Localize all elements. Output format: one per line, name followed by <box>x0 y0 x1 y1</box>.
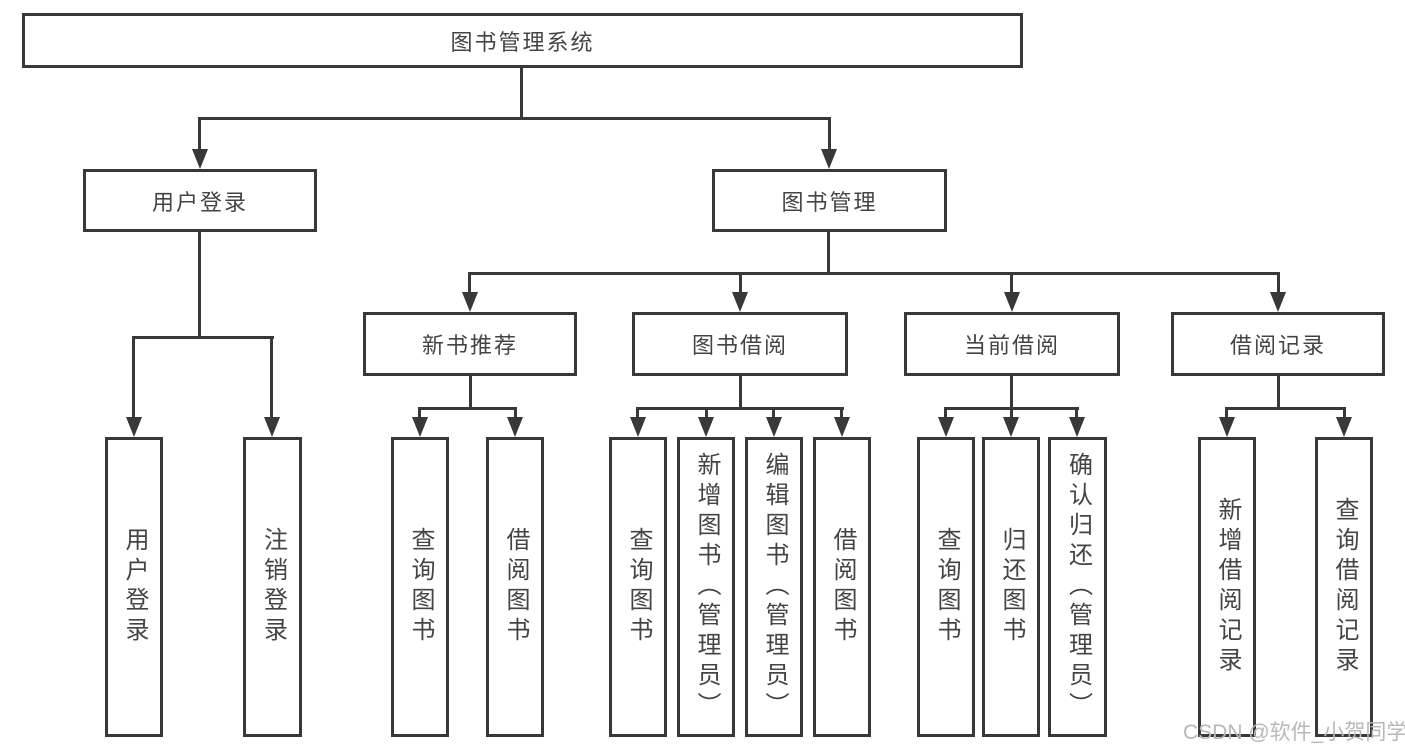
arrowhead-down <box>1270 292 1286 312</box>
leaf-label: 借阅图书 <box>502 527 529 647</box>
arrowhead-down <box>192 149 208 169</box>
leaf-user-login: 用户登录 <box>105 437 163 737</box>
connector-drop-login-leaf <box>132 336 135 418</box>
leaf-label: 查询借阅记录 <box>1331 497 1358 677</box>
connector-new-book-stub <box>469 376 472 410</box>
leaf-borrow-books: 借阅图书 <box>486 437 544 737</box>
connector-drop-leaf <box>1343 407 1346 419</box>
leaf-query-books: 查询图书 <box>917 437 975 737</box>
leaf-query-books: 查询图书 <box>391 437 449 737</box>
leaf-label: 归还图书 <box>998 527 1025 647</box>
connector-drop-leaf <box>514 407 517 419</box>
connector-drop-user-login <box>198 117 201 150</box>
node-label: 用户登录 <box>151 189 248 215</box>
node-label: 图书管理系统 <box>450 29 595 55</box>
arrowhead-down <box>1069 417 1085 437</box>
arrowhead-down <box>732 292 748 312</box>
connector-drop-leaf <box>944 407 947 419</box>
leaf-query-borrow-record: 查询借阅记录 <box>1315 437 1373 737</box>
node-current-borrow: 当前借阅 <box>904 312 1120 376</box>
connector-level3-hline <box>468 272 1280 275</box>
leaf-label: 借阅图书 <box>829 527 856 647</box>
arrowhead-down <box>412 417 428 437</box>
connector-drop-leaf <box>840 407 843 419</box>
connector-drop-leaf <box>418 407 421 419</box>
connector-drop-book-management <box>828 117 831 150</box>
connector-root-stub <box>520 68 523 120</box>
connector-new-book-hline <box>418 407 517 410</box>
arrowhead-down <box>126 417 142 437</box>
leaf-return-books: 归还图书 <box>982 437 1040 737</box>
connector-current-borrow-stub <box>1010 376 1013 410</box>
leaf-label: 用户登录 <box>121 527 148 647</box>
connector-borrow-records-hline <box>1225 407 1345 410</box>
connector-user-login-stub <box>198 232 201 339</box>
node-user-login: 用户登录 <box>83 169 317 232</box>
connector-book-borrow-stub <box>739 376 742 410</box>
node-label: 图书借阅 <box>691 333 788 358</box>
connector-drop-leaf <box>1225 407 1228 419</box>
node-borrow-records: 借阅记录 <box>1171 312 1385 376</box>
node-label: 图书管理 <box>781 189 878 215</box>
leaf-label: 注销登录 <box>259 527 287 647</box>
node-book-management: 图书管理 <box>712 169 947 232</box>
connector-drop-leaf <box>705 407 708 419</box>
arrowhead-down <box>766 417 782 437</box>
leaf-label: 新增借阅记录 <box>1214 497 1241 677</box>
connector-drop-leaf <box>636 407 639 419</box>
arrowhead-down <box>630 417 646 437</box>
connector-book-borrow-hline <box>636 407 844 410</box>
node-label: 当前借阅 <box>963 333 1060 358</box>
arrowhead-down <box>1336 417 1352 437</box>
node-book-borrow: 图书借阅 <box>632 312 848 376</box>
connector-drop-logout-leaf <box>270 336 273 418</box>
leaf-label: 新增图书（管理员） <box>693 452 720 722</box>
connector-drop-current-borrow <box>1010 272 1013 295</box>
connector-root-hline <box>198 117 831 120</box>
arrowhead-down <box>507 417 523 437</box>
leaf-add-books-admin: 新增图书（管理员） <box>677 437 735 737</box>
node-label: 借阅记录 <box>1229 333 1326 358</box>
leaf-confirm-return-admin: 确认归还（管理员） <box>1048 437 1107 737</box>
leaf-label: 确认归还（管理员） <box>1064 452 1092 722</box>
connector-book-management-stub <box>827 232 830 275</box>
csdn-watermark: CSDN @软件_小贺同学 <box>1183 721 1405 744</box>
connector-drop-leaf <box>772 407 775 419</box>
arrowhead-down <box>462 292 478 312</box>
arrowhead-down <box>821 149 837 169</box>
leaf-borrow-books: 借阅图书 <box>813 437 871 737</box>
leaf-label: 查询图书 <box>933 527 960 647</box>
leaf-query-books: 查询图书 <box>609 437 667 737</box>
connector-drop-book-borrow <box>739 272 742 295</box>
leaf-label: 编辑图书（管理员） <box>761 452 788 722</box>
node-library-management-system: 图书管理系统 <box>22 13 1023 68</box>
connector-drop-borrow-records <box>1277 272 1280 295</box>
arrowhead-down <box>698 417 714 437</box>
node-new-book-recommend: 新书推荐 <box>363 312 577 376</box>
connector-user-login-hline <box>132 336 274 339</box>
leaf-edit-books-admin: 编辑图书（管理员） <box>745 437 803 737</box>
arrowhead-down <box>1004 292 1020 312</box>
leaf-label: 查询图书 <box>625 527 652 647</box>
arrowhead-down <box>938 417 954 437</box>
leaf-add-borrow-record: 新增借阅记录 <box>1198 437 1256 737</box>
connector-drop-leaf <box>1010 407 1013 419</box>
node-label: 新书推荐 <box>421 333 518 358</box>
connector-drop-new-book <box>468 272 471 295</box>
arrowhead-down <box>264 417 280 437</box>
connector-drop-leaf <box>1075 407 1078 419</box>
leaf-logout: 注销登录 <box>243 437 302 737</box>
connector-borrow-records-stub <box>1277 376 1280 410</box>
arrowhead-down <box>1003 417 1019 437</box>
arrowhead-down <box>1219 417 1235 437</box>
leaf-label: 查询图书 <box>407 527 434 647</box>
arrowhead-down <box>834 417 850 437</box>
